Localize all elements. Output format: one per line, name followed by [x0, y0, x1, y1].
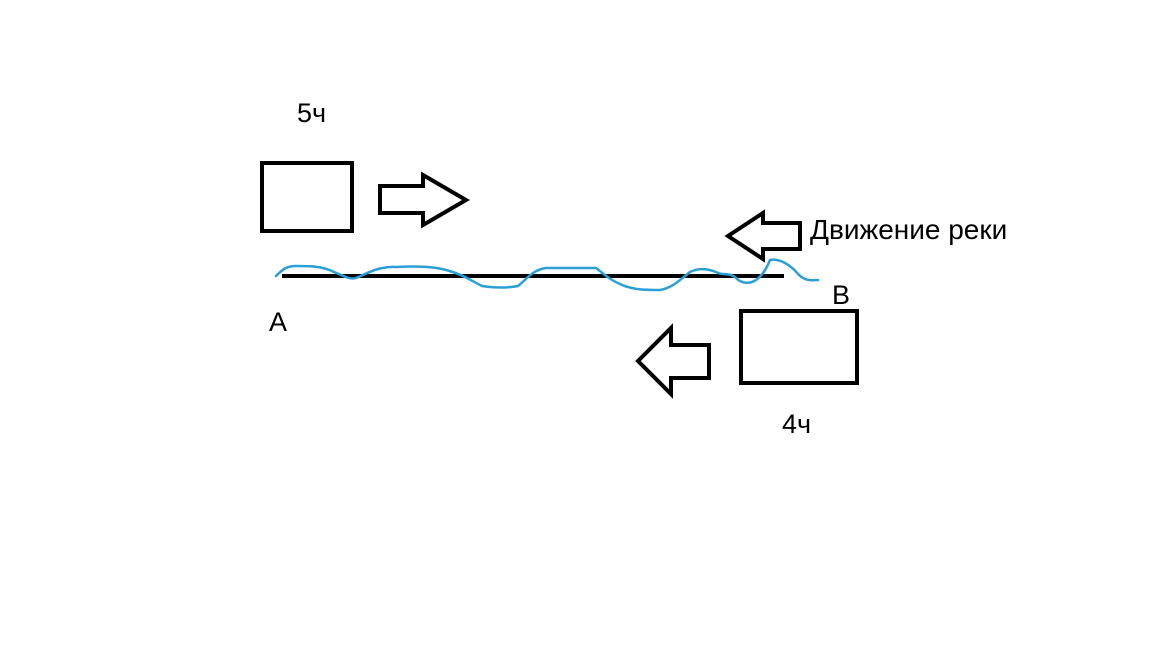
point-b-label: В — [832, 280, 851, 310]
point-a-label: А — [269, 307, 288, 337]
river-flow-arrow-icon — [724, 209, 802, 263]
arrow-left-icon — [635, 323, 711, 399]
boat-bottom-icon — [739, 309, 859, 385]
river-wave — [274, 258, 820, 292]
river-flow-label: Движение реки — [810, 214, 1008, 245]
boat-top-icon — [260, 161, 354, 233]
arrow-right-icon — [378, 171, 470, 229]
time-downstream-label: 5ч — [297, 98, 327, 128]
time-upstream-label: 4ч — [782, 409, 812, 439]
